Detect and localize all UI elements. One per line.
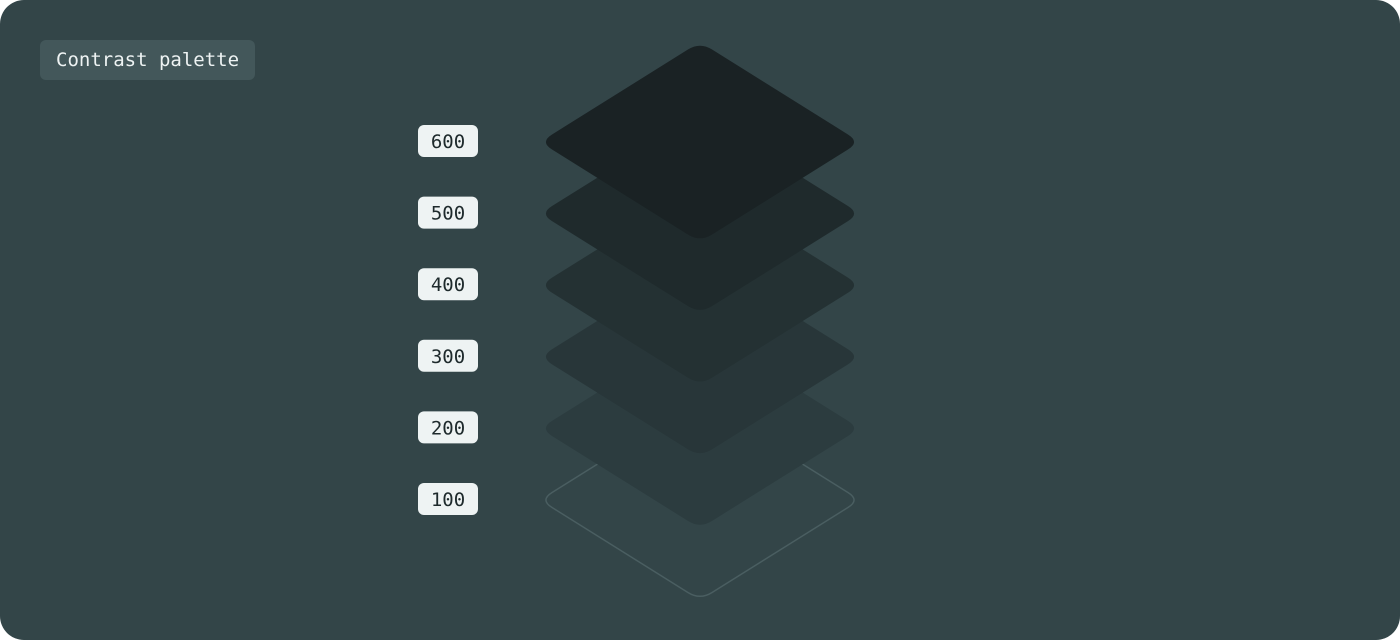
layer-label-500: 500	[418, 196, 478, 229]
layer-label-text: 400	[431, 274, 465, 296]
layer-label-text: 100	[431, 489, 465, 511]
layer-label-300: 300	[418, 339, 478, 372]
layer-label-text: 500	[431, 203, 465, 225]
layer-label-badge	[418, 196, 478, 229]
layer-label-text: 600	[431, 131, 465, 153]
layer-label-text: 300	[431, 346, 465, 368]
layer-label-100: 100	[418, 483, 478, 515]
layer-label-400: 400	[418, 268, 478, 301]
layer-600	[545, 45, 855, 239]
layer-label-badge	[418, 411, 478, 444]
layer-label-text: 200	[431, 417, 465, 439]
layer-label-200: 200	[418, 411, 478, 444]
layer-label-badge	[418, 339, 478, 372]
layer-label-600: 600	[418, 125, 478, 157]
layer-label-badge	[418, 125, 478, 157]
palette-title: Contrast palette	[40, 40, 256, 80]
layer-label-badge	[418, 268, 478, 301]
layer-label-badge	[418, 483, 478, 515]
